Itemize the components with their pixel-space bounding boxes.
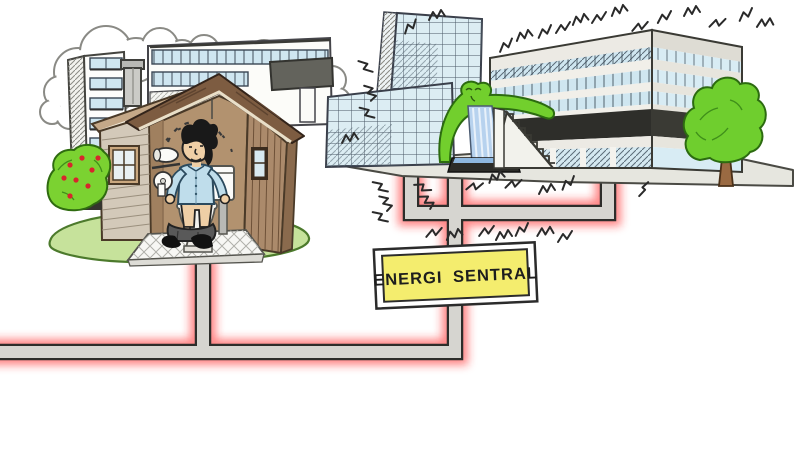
man-on-toilet bbox=[159, 99, 233, 249]
outdoor-stairs bbox=[493, 107, 556, 169]
office-complex bbox=[324, 11, 794, 187]
shoe-left bbox=[161, 235, 181, 248]
shoe-right bbox=[191, 234, 213, 249]
left-wing-window bbox=[108, 145, 140, 185]
toilet-paper-rolls bbox=[151, 147, 181, 197]
outhouse-cutaway bbox=[68, 73, 305, 267]
district-heating-pipes bbox=[0, 160, 621, 365]
tree bbox=[682, 76, 767, 187]
main-roof bbox=[125, 73, 305, 144]
berries bbox=[61, 155, 101, 199]
glass-office-building bbox=[324, 81, 456, 169]
hair bbox=[181, 119, 219, 166]
plank-wall bbox=[242, 106, 298, 255]
energy-central-box: ENERGI SENTRAL bbox=[372, 241, 539, 310]
pipe-fills bbox=[0, 160, 614, 358]
berry-bush bbox=[46, 144, 112, 212]
side-window bbox=[251, 147, 268, 180]
chimney bbox=[120, 59, 145, 107]
